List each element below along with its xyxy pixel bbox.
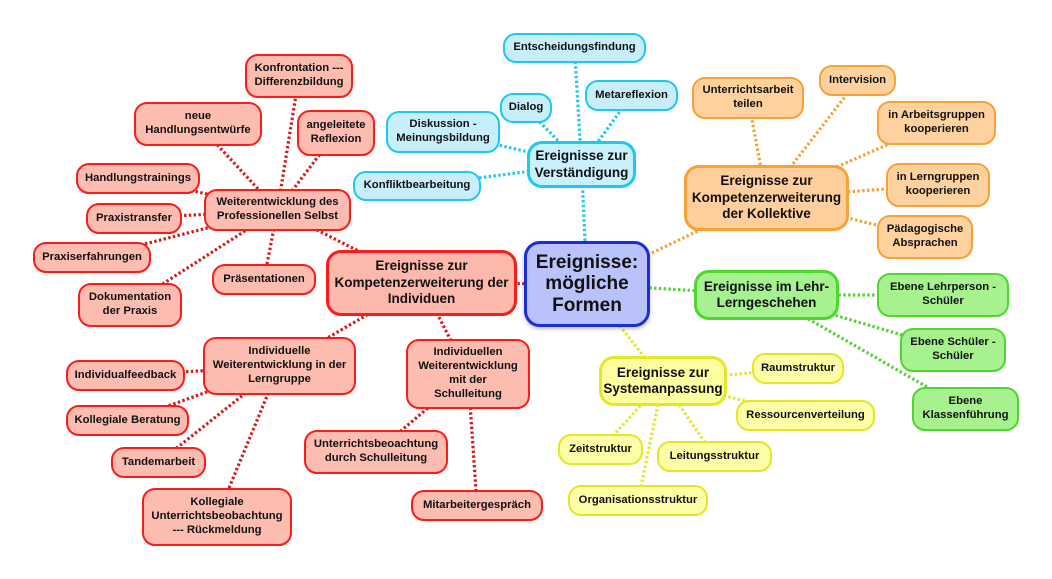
leaf-diskussion-label: Diskussion - Meinungsbildung <box>396 118 490 144</box>
leaf-zeitstruktur: Zeitstruktur <box>558 434 643 465</box>
leaf-kollegiale-unterrichtsbeobachtung-label: Kollegiale Unterrichtsbeobachtung --- Rü… <box>151 496 283 536</box>
leaf-unterrichtsbeobachtung-schulleitung: Unterrichtsbeoachtung durch Schulleitung <box>304 430 448 474</box>
leaf-individualfeedback: Individualfeedback <box>66 360 185 391</box>
root-label: Ereignisse: mögliche Formen <box>535 252 639 316</box>
branch-kollektive: Ereignisse zur Kompetenzerweiterung der … <box>684 165 849 231</box>
leaf-praesentationen: Präsentationen <box>212 264 316 295</box>
leaf-absprachen-label: Pädagogische Absprachen <box>886 223 964 249</box>
leaf-unterrichtsarbeit: Unterrichtsarbeit teilen <box>692 77 804 119</box>
leaf-dokumentation-label: Dokumentation der Praxis <box>88 291 172 317</box>
leaf-unterrichtsbeobachtung-schulleitung-label: Unterrichtsbeoachtung durch Schulleitung <box>313 438 439 464</box>
leaf-zeitstruktur-label: Zeitstruktur <box>569 442 632 455</box>
branch-lehr-lerngeschehen-label: Ereignisse im Lehr- Lerngeschehen <box>703 278 830 310</box>
connector-ind-lgrp <box>278 281 423 368</box>
leaf-individualfeedback-label: Individualfeedback <box>74 368 177 381</box>
branch-kollektive-label: Ereignisse zur Kompetenzerweiterung der … <box>691 173 842 222</box>
sub-professionelles-selbst: Weiterentwicklung des Professionellen Se… <box>204 189 351 231</box>
sub-lerngruppe-label: Individuelle Weiterentwicklung in der Le… <box>212 345 347 385</box>
leaf-metareflexion-label: Metareflexion <box>595 88 668 101</box>
leaf-handlungstrainings: Handlungstrainings <box>76 163 200 194</box>
sub-schulleitung-label: Individuellen Weiterentwicklung mit der … <box>418 346 518 400</box>
leaf-raumstruktur: Raumstruktur <box>752 353 844 384</box>
connector-verst-dialog <box>524 106 583 166</box>
connector-prof-konfr <box>275 75 301 211</box>
leaf-praxistransfer-label: Praxistransfer <box>96 211 172 224</box>
leaf-handlungsentwuerfe: neue Handlungsentwürfe <box>134 102 262 146</box>
leaf-dokumentation: Dokumentation der Praxis <box>78 283 182 327</box>
leaf-handlungsentwuerfe-label: neue Handlungsentwürfe <box>145 110 251 136</box>
leaf-organisationsstruktur: Organisationsstruktur <box>568 485 708 516</box>
branch-systemanpassung-label: Ereignisse zur Systemanpassung <box>603 364 723 396</box>
leaf-diskussion: Diskussion - Meinungsbildung <box>386 111 500 153</box>
leaf-tandemarbeit-label: Tandemarbeit <box>121 455 196 468</box>
leaf-leitungsstruktur: Leitungsstruktur <box>657 441 772 472</box>
branch-individuen-label: Ereignisse zur Kompetenzerweiterung der … <box>334 258 509 307</box>
leaf-ebene-lehrperson-label: Ebene Lehrperson - Schüler <box>889 281 997 307</box>
sub-lerngruppe: Individuelle Weiterentwicklung in der Le… <box>203 337 356 395</box>
leaf-entscheidungsfindung-label: Entscheidungsfindung <box>513 41 636 54</box>
leaf-absprachen: Pädagogische Absprachen <box>877 215 973 259</box>
leaf-raumstruktur-label: Raumstruktur <box>760 361 836 374</box>
branch-individuen: Ereignisse zur Kompetenzerweiterung der … <box>326 250 517 316</box>
leaf-intervision-label: Intervision <box>828 73 887 86</box>
leaf-kollegiale-beratung: Kollegiale Beratung <box>66 405 189 436</box>
leaf-unterrichtsarbeit-label: Unterrichtsarbeit teilen <box>702 84 794 110</box>
leaf-dialog-label: Dialog <box>508 101 544 114</box>
leaf-ebene-lehrperson: Ebene Lehrperson - Schüler <box>877 273 1009 317</box>
leaf-konfrontation: Konfrontation --- Differenzbildung <box>245 54 353 98</box>
leaf-angeleitete-reflexion: angeleitete Reflexion <box>297 110 375 156</box>
leaf-praxiserfahrungen: Praxiserfahrungen <box>33 242 151 273</box>
leaf-handlungstrainings-label: Handlungstrainings <box>84 171 192 184</box>
leaf-leitungsstruktur-label: Leitungsstruktur <box>669 449 760 462</box>
leaf-intervision: Intervision <box>819 65 896 96</box>
leaf-ressourcenverteilung-label: Ressourcenverteilung <box>746 408 865 421</box>
leaf-tandemarbeit: Tandemarbeit <box>111 447 206 478</box>
connector-sys-raum <box>662 366 799 383</box>
leaf-mitarbeitergespraech: Mitarbeitergespräch <box>411 490 543 521</box>
leaf-konfliktbearbeitung: Konfliktbearbeitung <box>353 171 481 201</box>
leaf-konfrontation-label: Konfrontation --- Differenzbildung <box>254 62 344 88</box>
branch-lehr-lerngeschehen: Ereignisse im Lehr- Lerngeschehen <box>694 270 839 320</box>
connector-verst-konfl <box>416 162 582 188</box>
leaf-angeleitete-reflexion-label: angeleitete Reflexion <box>306 119 366 145</box>
leaf-praesentationen-label: Präsentationen <box>223 272 305 285</box>
leaf-kollegiale-beratung-label: Kollegiale Beratung <box>74 413 181 426</box>
branch-systemanpassung: Ereignisse zur Systemanpassung <box>599 356 727 406</box>
leaf-lerngruppen-label: in Lerngruppen kooperieren <box>896 171 980 197</box>
leaf-praxistransfer: Praxistransfer <box>86 203 182 234</box>
leaf-kollegiale-unterrichtsbeobachtung: Kollegiale Unterrichtsbeobachtung --- Rü… <box>142 488 292 546</box>
leaf-praxiserfahrungen-label: Praxiserfahrungen <box>42 250 142 263</box>
sub-professionelles-selbst-label: Weiterentwicklung des Professionellen Se… <box>216 196 339 222</box>
leaf-metareflexion: Metareflexion <box>585 80 678 111</box>
leaf-arbeitsgruppen-label: in Arbeitsgruppen kooperieren <box>888 109 985 135</box>
leaf-ebene-klassenfuehrung-label: Ebene Klassenführung <box>922 395 1009 421</box>
leaf-ebene-klassenfuehrung: Ebene Klassenführung <box>912 387 1019 431</box>
leaf-ebene-schueler-label: Ebene Schüler - Schüler <box>910 336 996 362</box>
connector-lehr-schul <box>766 293 954 352</box>
sub-schulleitung: Individuellen Weiterentwicklung mit der … <box>406 339 530 409</box>
leaf-ebene-schueler: Ebene Schüler - Schüler <box>900 328 1006 372</box>
leaf-arbeitsgruppen: in Arbeitsgruppen kooperieren <box>877 101 996 145</box>
leaf-lerngruppen: in Lerngruppen kooperieren <box>886 163 990 207</box>
leaf-mitarbeitergespraech-label: Mitarbeitergespräch <box>423 498 531 511</box>
leaf-dialog: Dialog <box>500 93 552 123</box>
leaf-entscheidungsfindung: Entscheidungsfindung <box>503 33 646 63</box>
branch-verstaendigung-label: Ereignisse zur Verständigung <box>534 148 629 180</box>
leaf-konfliktbearbeitung-label: Konfliktbearbeitung <box>363 179 471 192</box>
leaf-ressourcenverteilung: Ressourcenverteilung <box>736 400 875 431</box>
leaf-organisationsstruktur-label: Organisationsstruktur <box>578 493 698 506</box>
branch-verstaendigung: Ereignisse zur Verständigung <box>527 141 636 188</box>
root-node: Ereignisse: mögliche Formen <box>524 241 650 327</box>
